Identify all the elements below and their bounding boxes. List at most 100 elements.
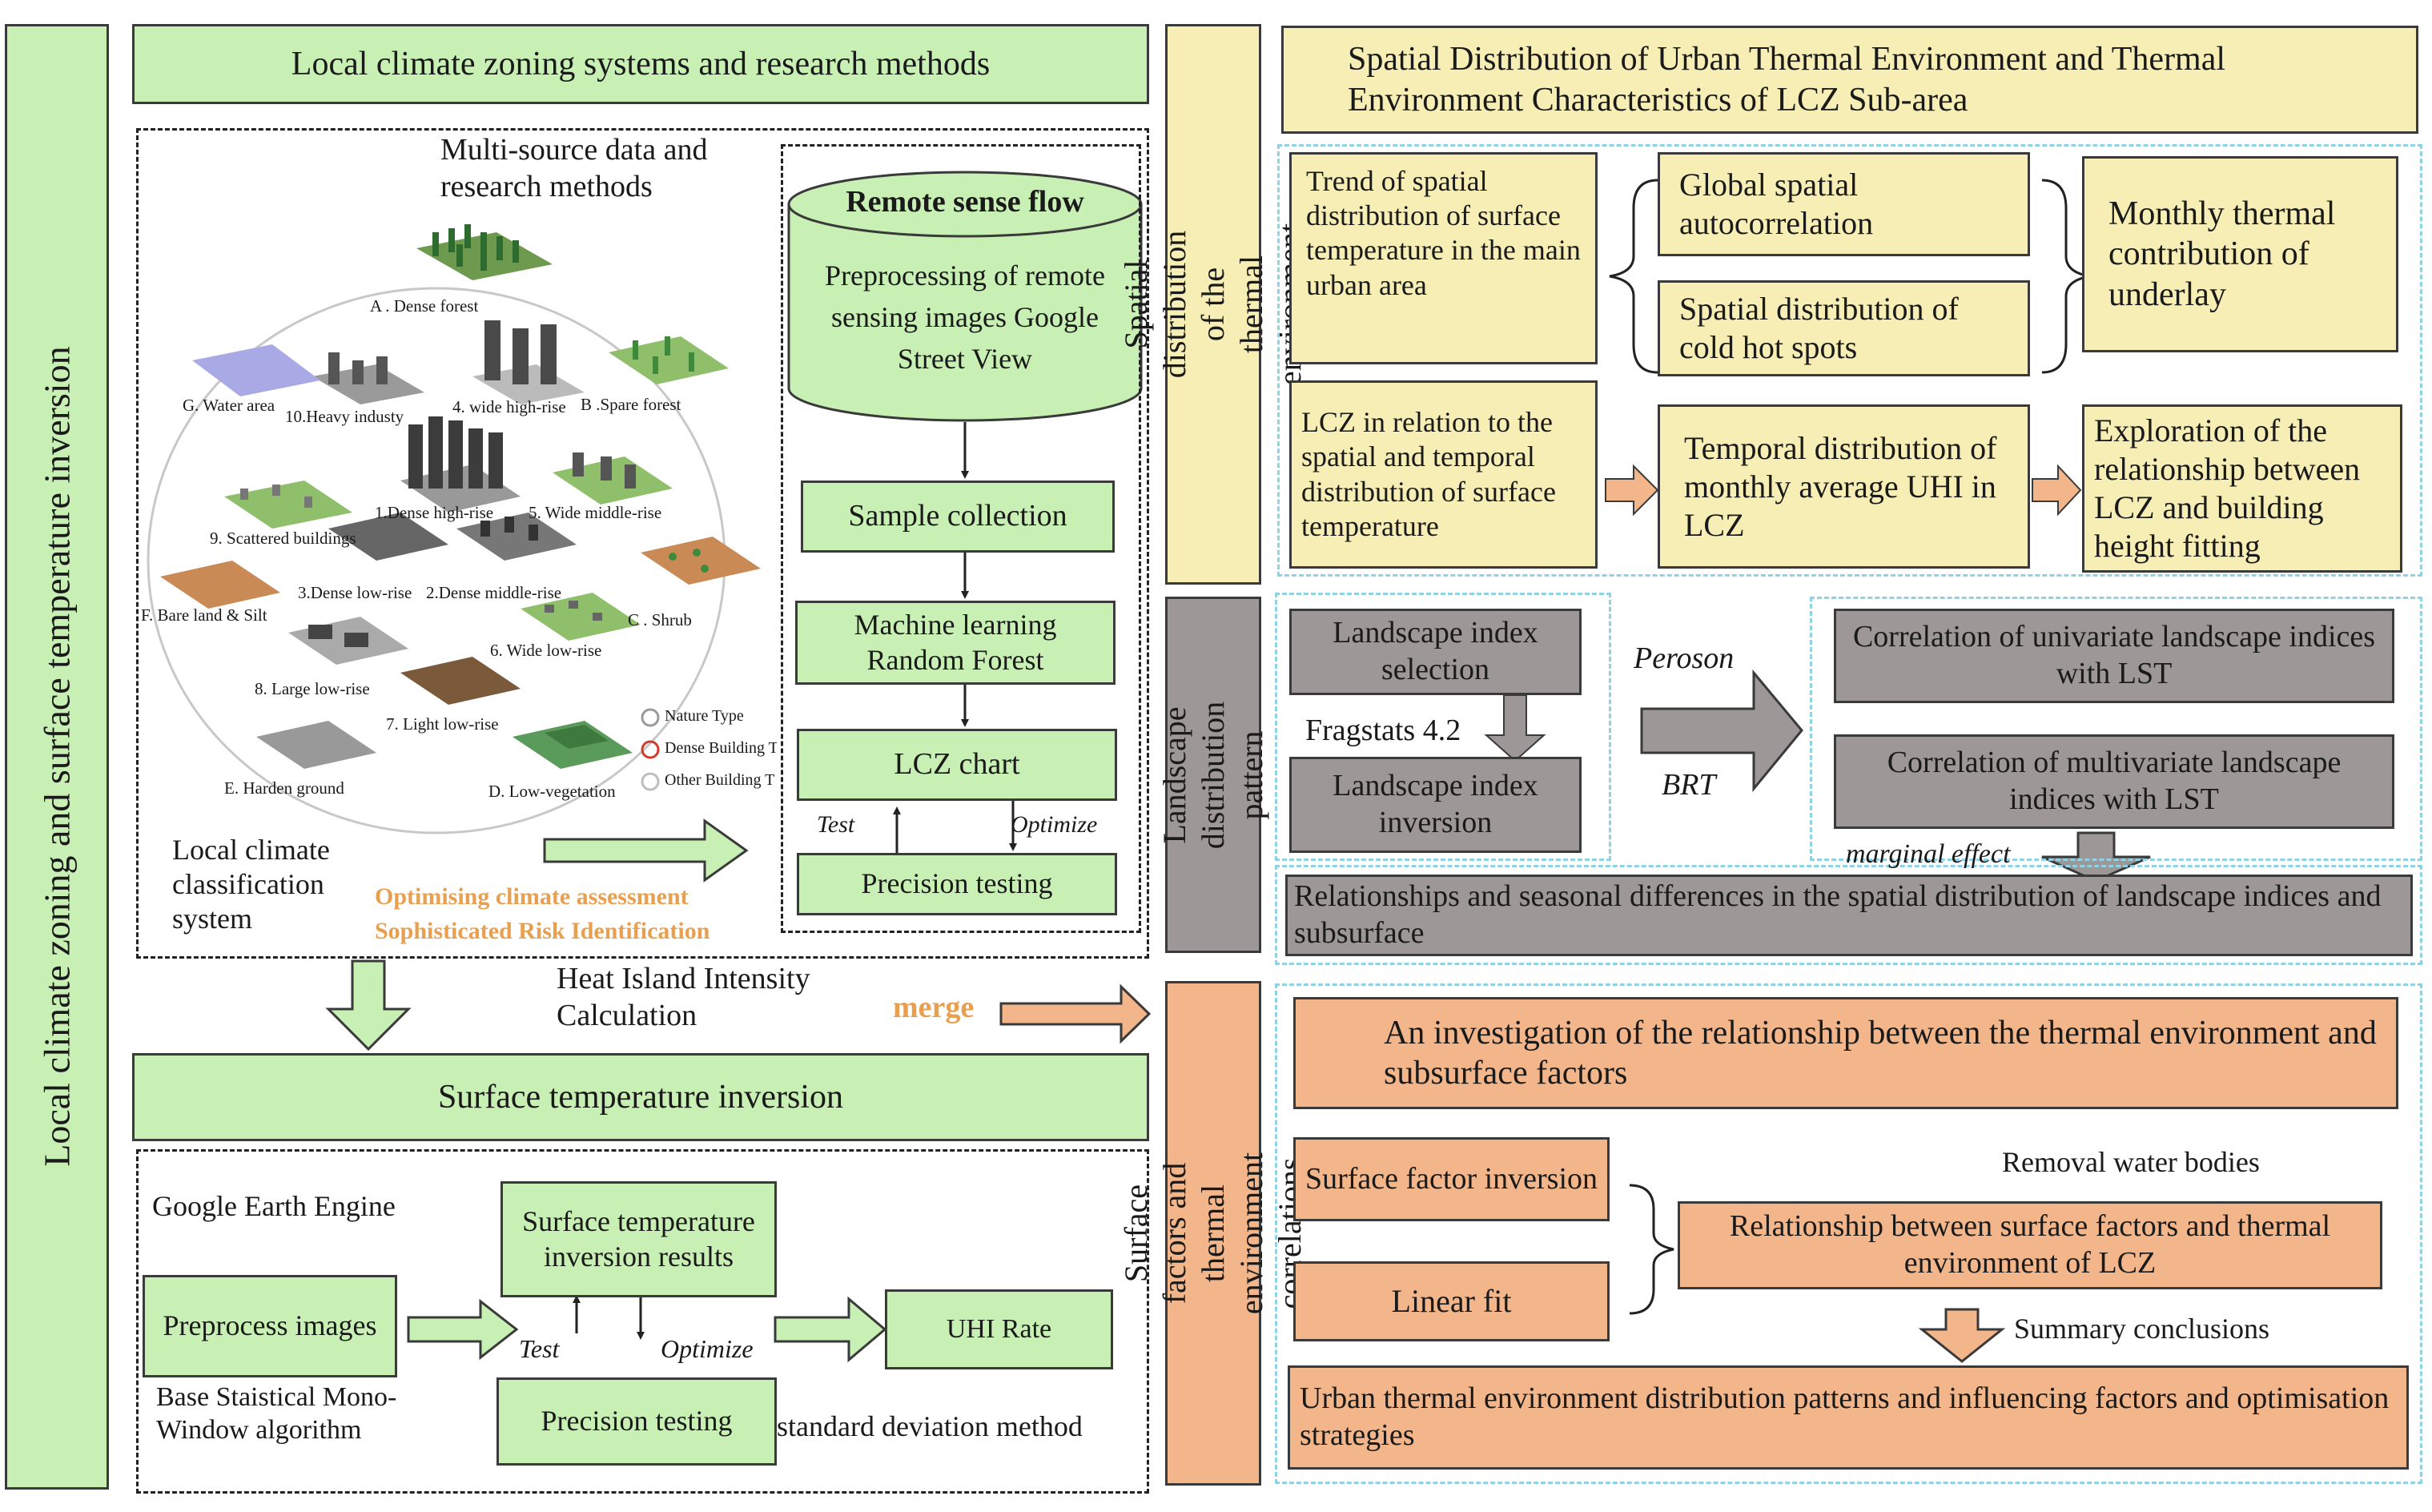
tile-spare-forest	[609, 336, 729, 384]
section1-side-label: Spatial distribution of the thermal envi…	[1118, 223, 1308, 385]
legend-dense: Dense Building T	[665, 739, 777, 757]
uhi-rate: UHI Rate	[885, 1289, 1113, 1369]
lcz-label-1: 1.Dense high-rise	[375, 503, 494, 522]
section1-header: Spatial Distribution of Urban Thermal En…	[1281, 26, 2418, 134]
test2-label: Test	[519, 1334, 560, 1363]
arrow-precision-to-uhi	[774, 1296, 887, 1363]
arrow-multivariate-down	[2041, 831, 2151, 883]
univariate-box: Correlation of univariate landscape indi…	[1834, 609, 2394, 703]
lcz-label-b: B .Spare forest	[581, 395, 681, 414]
arrow-s3-down	[1918, 1308, 2006, 1363]
legend-other: Other Building T	[665, 771, 775, 789]
peroson-label: Peroson	[1634, 641, 1735, 675]
section2-side-label: Landscape distribution pattern	[1156, 701, 1270, 849]
fragstats-label: Fragstats 4.2	[1305, 714, 1461, 747]
lcz-label-10: 10.Heavy industy	[285, 407, 404, 426]
multivariate-box: Correlation of multivariate landscape in…	[1834, 734, 2394, 829]
merge-label: merge	[893, 991, 975, 1024]
global-autocorr-box: Global spatial autocorrelation	[1658, 152, 2030, 256]
gee-label: Google Earth Engine	[152, 1190, 396, 1222]
lcz-label-c: C . Shrub	[628, 610, 692, 629]
lcz-label-e: E. Harden ground	[224, 778, 344, 798]
lcz-header: Local climate zoning systems and researc…	[132, 24, 1149, 104]
investigation-box: An investigation of the relationship bet…	[1293, 997, 2398, 1109]
tile-shrub	[641, 537, 761, 585]
tile-scattered	[224, 481, 352, 529]
tile-bare-land	[160, 561, 280, 609]
lcz-label-8: 8. Large low-rise	[255, 679, 370, 698]
lcz-relation-box: LCZ in relation to the spatial and tempo…	[1289, 380, 1598, 569]
section3-side-box	[1165, 981, 1261, 1486]
tile-water	[192, 344, 320, 396]
trend-box: Trend of spatial distribution of surface…	[1289, 152, 1598, 364]
tile-light-low-rise	[400, 657, 521, 705]
monthly-contribution-box: Monthly thermal contribution of underlay	[2082, 156, 2398, 352]
optimize2-label: Optimize	[661, 1334, 754, 1363]
brace-s3	[1629, 1184, 1674, 1315]
tile-wide-high-rise	[472, 320, 585, 404]
heat-island-label: Heat Island Intensity Calculation	[557, 962, 810, 1032]
arrow-peroson-brt	[1640, 669, 1803, 793]
index-inversion-box: Landscape index inversion	[1289, 757, 1582, 853]
precision-testing-2: Precision testing	[496, 1377, 777, 1466]
std-method-label: standard deviation method	[777, 1410, 1083, 1442]
brt-label: BRT	[1662, 768, 1716, 802]
lcz-chart: LCZ chart	[797, 729, 1117, 801]
mono-window-label: Base Staistical Mono-Window algorithm	[156, 1382, 397, 1445]
surface-factor-inversion-box: Surface factor inversion	[1293, 1137, 1610, 1221]
arrow-temporal-to-exploration	[2032, 464, 2082, 517]
lcz-label-a: A . Dense forest	[370, 296, 479, 316]
legend-nature: Nature Type	[665, 707, 744, 725]
section1-frame	[1277, 144, 2422, 577]
lcz-label-6: 6. Wide low-rise	[490, 641, 602, 660]
lcz-label-9: 9. Scattered buildings	[210, 529, 356, 548]
tile-wide-middle-rise	[553, 452, 673, 505]
tile-low-vegetation	[513, 721, 633, 769]
precision-testing: Precision testing	[797, 853, 1117, 915]
exploration-box: Exploration of the relationship between …	[2082, 404, 2402, 573]
lcz-label-5: 5. Wide middle-rise	[529, 503, 662, 522]
correlation-frame	[1810, 597, 2422, 861]
sample-collection: Sample collection	[801, 481, 1115, 553]
legend-nature-circle	[641, 708, 660, 727]
removal-water-label: Removal water bodies	[2002, 1146, 2260, 1178]
vertical-title: Local climate zoning and surface tempera…	[36, 346, 78, 1168]
remote-sense-frame	[781, 144, 1141, 933]
arrow-selection-to-inversion	[1484, 694, 1546, 762]
legend-other-circle	[641, 772, 660, 791]
arrow-down-to-surface	[325, 959, 412, 1052]
linear-fit-box: Linear fit	[1293, 1261, 1610, 1341]
lcz-methods-frame	[136, 128, 1149, 959]
lcz-label-7: 7. Light low-rise	[386, 714, 499, 734]
optimize-label: Optimize	[1011, 811, 1098, 838]
tile-dense-middle-rise	[456, 513, 577, 561]
lcz-label-4: 4. wide high-rise	[452, 397, 566, 416]
index-selection-box: Landscape index selection	[1289, 609, 1582, 695]
preprocess-images: Preprocess images	[143, 1275, 397, 1377]
lcz-tiles	[160, 224, 761, 769]
cold-hot-box: Spatial distribution of cold hot spots	[1658, 280, 2030, 376]
temporal-uhi-box: Temporal distribution of monthly average…	[1658, 404, 2030, 569]
lcz-label-f: F. Bare land & Silt	[141, 605, 267, 625]
lcz-label-d: D. Low-vegetation	[488, 782, 616, 801]
section1-side-box	[1165, 24, 1261, 585]
optimising-label: Optimising climate assessment	[375, 883, 689, 910]
surface-temp-header: Surface temperature inversion	[132, 1053, 1149, 1141]
tile-dense-low-rise	[328, 513, 448, 561]
arrow-lcs-to-remote	[543, 818, 749, 883]
test-label: Test	[817, 811, 855, 838]
vertical-title-box	[5, 24, 109, 1490]
inversion-results: Surface temperature inversion results	[500, 1181, 777, 1297]
brace-left-s1	[1609, 179, 1658, 374]
lcz-label-2: 2.Dense middle-rise	[426, 583, 562, 602]
tile-large-low-rise	[288, 617, 408, 665]
multi-source-label: Multi-source data and research methods	[440, 133, 708, 203]
final-box: Urban thermal environment distribution p…	[1288, 1365, 2409, 1470]
tile-wide-low-rise	[521, 593, 641, 641]
tile-harden-ground	[256, 721, 376, 769]
risk-label: Sophisticated Risk Identification	[375, 918, 710, 944]
section2-side-box	[1165, 597, 1261, 953]
lcz-label-3: 3.Dense low-rise	[298, 583, 412, 602]
